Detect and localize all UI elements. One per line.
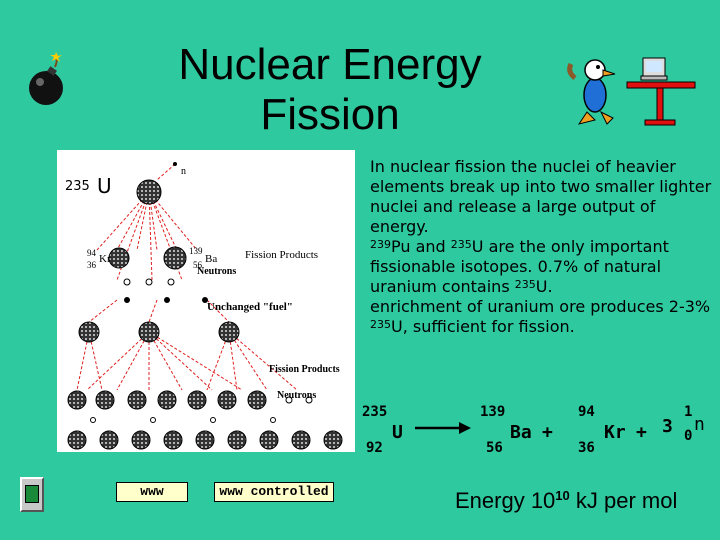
title-line-1: Nuclear Energy [178,40,482,89]
eq-u-symbol: U [392,422,403,443]
pu239-mass: 239 [370,238,391,251]
eq-plus-2: + [636,422,647,443]
eq-ba-number: 56 [486,440,503,456]
ba-number-label: 56 [193,260,203,270]
equation-uranium: 235 92 U [362,400,403,460]
fission-chain-diagram: 235 U n 94 36 Kr 139 56 Ba Fission Produ… [57,150,355,452]
title-line-2: Fission [260,90,400,139]
p3-text-1: enrichment of uranium ore produces 2-3% [370,297,711,316]
eq-u-number: 92 [366,440,383,456]
eq-n-mass: 1 [684,404,693,420]
p2-text-2: U are the only important fissionable iso… [370,237,669,296]
energy-statement: Energy 1010 kJ per mol [455,488,677,514]
reaction-arrow-icon [415,422,471,434]
fission-products-label-2: Fission Products [269,364,340,375]
kr-mass-label: 94 [87,248,97,258]
eq-coefficient: 3 [662,416,673,437]
eq-n-number: 0 [684,428,693,444]
duck-at-computer-icon [567,57,696,126]
energy-prefix: Energy 10 [455,488,556,513]
ba-symbol-label: Ba [205,253,217,265]
equation-neutrons: 3 1 0 n [662,400,712,460]
eq-kr-number: 36 [578,440,595,456]
fission-products-label-1: Fission Products [245,249,318,261]
eq-kr-symbol: Kr [604,422,626,443]
eq-plus-1: + [542,422,553,443]
eq-ba-mass: 139 [480,404,506,420]
u235-mass-2: 235 [514,278,536,291]
energy-suffix: kJ per mol [569,488,678,513]
p3-text-2: U, sufficient for fission. [391,317,575,336]
neutrons-label-1: Neutrons [197,266,236,277]
www-link-button[interactable]: www [116,482,188,502]
p2-text-1: Pu and [391,237,451,256]
eq-u-mass: 235 [362,404,388,420]
ba-mass-label: 139 [189,246,203,256]
equation-barium: 139 56 Ba + [480,400,570,460]
description-paragraph-2: 239Pu and 235U are the only important fi… [370,237,715,297]
fission-chain-svg: 235 U n 94 36 Kr 139 56 Ba Fission Produ… [65,162,343,450]
slide-title: Nuclear Energy Fission [130,40,530,140]
eq-ba-symbol: Ba [510,422,532,443]
nav-square-icon [25,485,39,503]
u235-mass-3: 235 [370,318,391,331]
kr-symbol-label: Kr [99,253,111,265]
eq-n-symbol: n [694,414,705,435]
u235-mass-1: 235 [450,238,472,251]
incoming-neutron-label: n [181,166,186,177]
neutrons-label-2: Neutrons [277,390,316,401]
description-paragraph-1: In nuclear fission the nuclei of heavier… [370,157,712,236]
kr-number-label: 36 [87,260,97,270]
p2-text-3: U. [535,277,553,296]
unchanged-fuel-label: Unchanged "fuel" [207,301,293,313]
u235-mass-label: 235 [65,179,90,194]
description-text: In nuclear fission the nuclei of heavier… [370,157,715,337]
nav-square-button[interactable] [20,477,44,512]
bomb-icon [29,52,63,105]
u235-symbol-label: U [97,174,112,198]
equation-krypton: 94 36 Kr + [578,400,658,460]
eq-kr-mass: 94 [578,404,595,420]
description-paragraph-3: enrichment of uranium ore produces 2-3% … [370,297,715,337]
www-controlled-link-button[interactable]: www controlled [214,482,334,502]
energy-exponent: 10 [555,488,570,503]
